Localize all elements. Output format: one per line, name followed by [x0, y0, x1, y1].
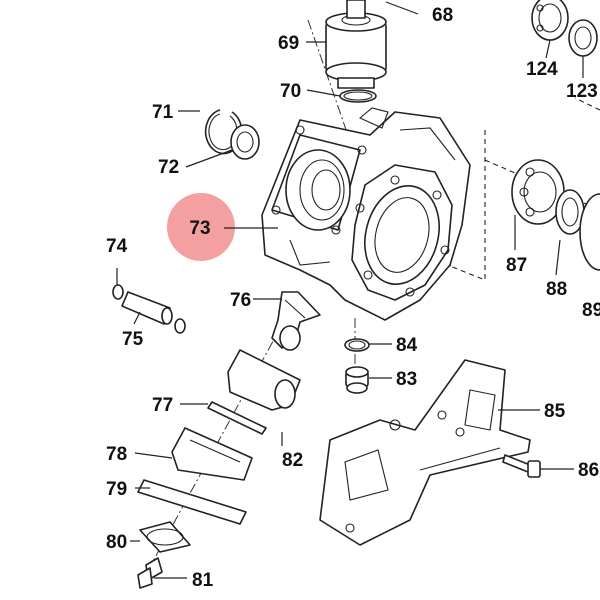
part-73-housing: [261, 107, 471, 321]
label-70: 70: [280, 81, 301, 102]
part-84-o-ring: [344, 338, 370, 352]
label-69: 69: [278, 33, 299, 54]
part-80-cap: [139, 521, 191, 553]
label-71: 71: [152, 102, 174, 123]
label-77: 77: [152, 395, 173, 416]
part-88-seal: [555, 189, 585, 235]
label-86: 86: [578, 460, 599, 481]
part-86-bolt: [502, 454, 541, 478]
label-89: 89: [582, 300, 600, 321]
part-85-bracket: [319, 359, 531, 546]
label-81: 81: [192, 570, 214, 591]
part-79-washer: [137, 479, 247, 525]
label-74: 74: [106, 236, 128, 257]
part-124-bearing: [531, 0, 569, 41]
label-76: 76: [230, 290, 251, 311]
part-83-plug: [345, 366, 369, 394]
label-88: 88: [546, 279, 567, 300]
label-84: 84: [396, 335, 418, 356]
part-76-lever: [271, 291, 321, 351]
label-82: 82: [282, 450, 303, 471]
part-70-o-ring: [339, 89, 377, 103]
part-69-filter-cup: [325, 0, 387, 89]
label-124: 124: [526, 59, 558, 80]
part-77-ring: [207, 401, 267, 435]
part-72-seal: [230, 124, 260, 160]
label-80: 80: [106, 532, 127, 553]
part-81-bolt: [137, 557, 163, 589]
part-89-cover: [579, 193, 600, 271]
part-123-bearing: [568, 19, 598, 57]
part-82-piston: [227, 349, 301, 411]
part-75-pin: [121, 291, 173, 325]
label-123: 123: [566, 81, 598, 102]
label-85: 85: [544, 401, 566, 422]
highlight-bubble: [167, 193, 235, 261]
leader-lines: [116, 1, 584, 579]
label-73: 73: [189, 218, 210, 239]
label-87: 87: [506, 255, 527, 276]
label-83: 83: [396, 369, 417, 390]
callout-labels: 68 69 70 71 72 73 74 75 76 77 78 79 80 8…: [106, 5, 600, 591]
part-74-o-rings: [112, 284, 186, 334]
label-78: 78: [106, 444, 127, 465]
label-75: 75: [122, 329, 144, 350]
label-79: 79: [106, 479, 127, 500]
label-68: 68: [432, 5, 453, 26]
label-72: 72: [158, 157, 179, 178]
part-78-diaphragm: [171, 427, 253, 481]
